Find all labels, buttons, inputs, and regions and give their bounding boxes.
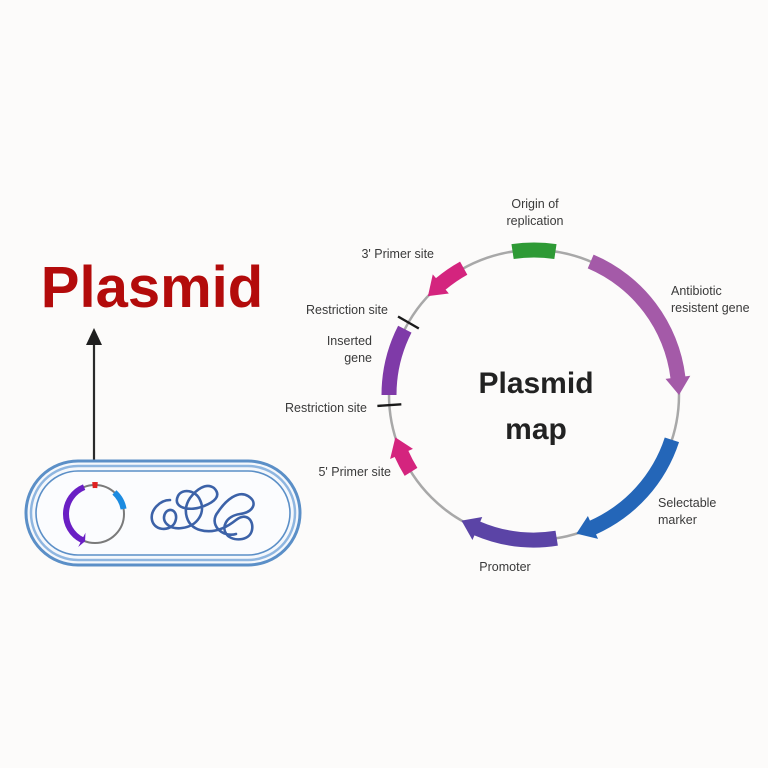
label-inserted-line1: Inserted [327, 334, 372, 348]
map-title-line2: map [505, 413, 567, 446]
small-plasmid-icon [62, 482, 127, 547]
restriction-site-mark [397, 315, 420, 330]
feature-selectable [576, 437, 680, 539]
label-restriction-lower: Restriction site [285, 401, 367, 415]
feature-primer5 [390, 437, 418, 476]
feature-promoter [461, 516, 558, 548]
plasmid-title: Plasmid [41, 255, 263, 320]
label-promoter: Promoter [479, 560, 530, 574]
label-origin-line2: replication [507, 214, 564, 228]
chromosome-icon [150, 484, 255, 541]
plasmid-map [377, 242, 691, 548]
feature-inserted [381, 325, 412, 395]
label-inserted-line2: gene [344, 351, 372, 365]
label-selectable-line1: Selectable [658, 496, 716, 510]
small-plasmid-origin [92, 482, 98, 489]
label-antibiotic-line1: Antibiotic [671, 284, 722, 298]
label-restriction-upper: Restriction site [306, 303, 388, 317]
feature-antibiotic [587, 254, 691, 395]
restriction-site-mark [377, 403, 402, 408]
map-title-line1: Plasmid [478, 367, 593, 400]
label-5-primer: 5' Primer site [318, 465, 391, 479]
small-plasmid-gene [62, 484, 86, 547]
label-3-primer: 3' Primer site [361, 247, 434, 261]
label-selectable: Selectable marker [658, 496, 716, 527]
feature-origin [511, 242, 557, 260]
label-origin: Origin of replication [507, 197, 564, 228]
up-arrow-icon [86, 328, 102, 480]
label-antibiotic: Antibiotic resistent gene [671, 284, 750, 315]
label-antibiotic-line2: resistent gene [671, 301, 750, 315]
label-inserted: Inserted gene [327, 334, 372, 365]
small-plasmid-marker [112, 490, 127, 510]
label-origin-line1: Origin of [511, 197, 559, 211]
feature-primer3 [427, 261, 468, 297]
label-selectable-line2: marker [658, 513, 697, 527]
